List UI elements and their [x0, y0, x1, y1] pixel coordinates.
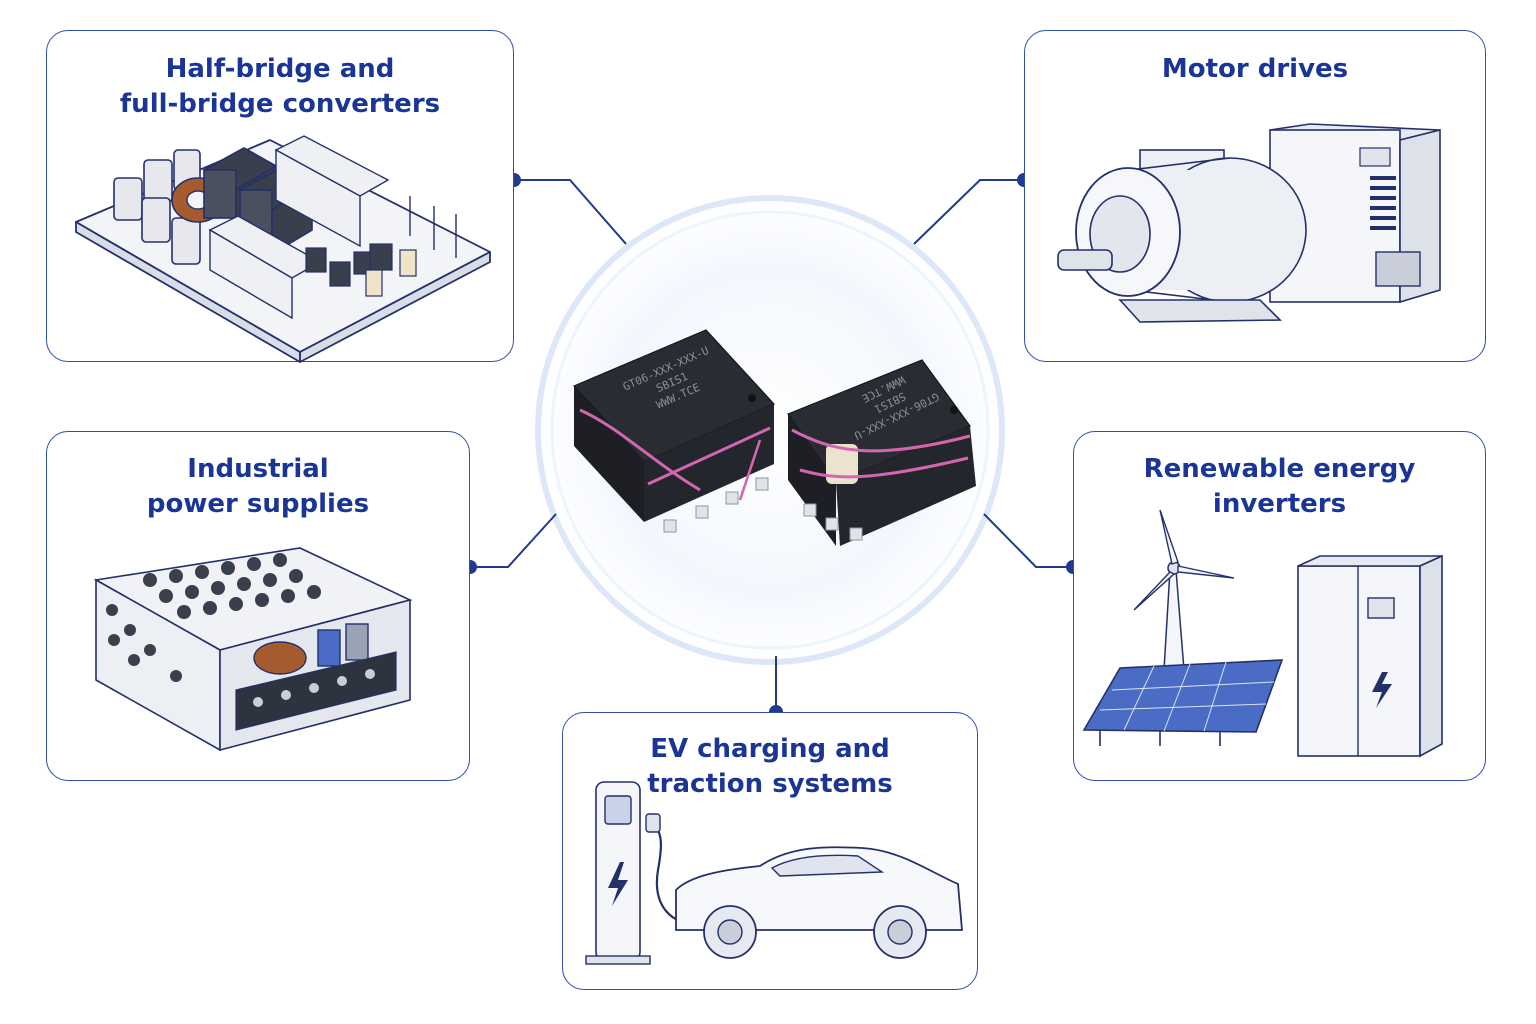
ev-charging-illustration [585, 781, 963, 965]
connector-industrial [470, 513, 557, 568]
title-renewable-energy-inverters: Renewable energy inverters [1143, 454, 1416, 519]
connector-half-bridge [514, 179, 627, 245]
connector-motor [913, 179, 1024, 245]
renewable-illustration [1082, 509, 1443, 758]
connector-lines [470, 179, 1073, 712]
industrial-psu-illustration [93, 547, 413, 752]
central-transformers [572, 329, 976, 546]
title-industrial-power-supplies: Industrial power supplies [146, 454, 370, 519]
title-motor-drives: Motor drives [1161, 54, 1349, 84]
title-half-bridge: Half-bridge and full-bridge converters [119, 54, 441, 119]
pcb-converter-illustration [75, 135, 491, 363]
transformer-right [787, 359, 976, 546]
title-ev-charging: EV charging and traction systems [647, 734, 893, 799]
motor-drive-illustration [1057, 123, 1441, 323]
connector-renewable [983, 513, 1073, 568]
transformer-left [572, 329, 776, 533]
